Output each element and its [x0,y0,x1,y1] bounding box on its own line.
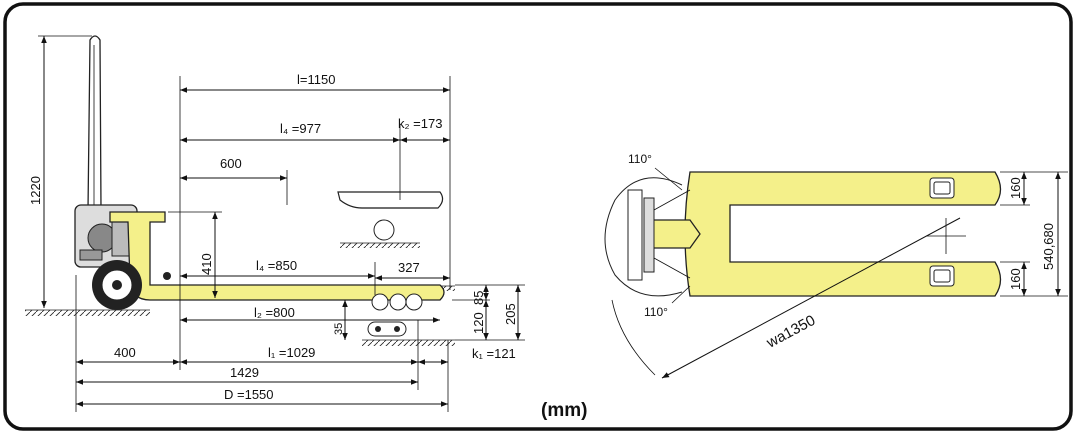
load-roller [371,293,389,311]
dim-k1-121: k₁ =121 [472,346,516,361]
dim-l4-850: l₄ =850 [256,258,297,273]
ground-hatch-raised [340,243,420,248]
top-view: 110° 110° wa1350 160 160 540,680 [604,152,1068,379]
roller-detail [367,321,407,337]
ground-hatch [25,310,150,316]
dim-410: 410 [199,253,214,275]
dim-35: 35 [333,323,345,335]
dim-85: 85 [471,291,486,305]
side-view: 1220 l=1150 l₄ =977 k₂ =173 600 410 l₄ =… [25,35,525,412]
roller-window-top [929,177,955,199]
fork-width-bottom: 160 [1008,268,1023,290]
swing-arc [604,177,683,297]
dim-327: 327 [398,260,420,275]
drawing-border [3,2,1073,431]
turning-radius: wa1350 [763,312,818,352]
angle-top: 110° [628,152,652,166]
dim-d-1550: D =1550 [224,387,274,402]
tiller-handle [87,35,102,211]
dim-1220: 1220 [28,176,43,205]
chassis-body [109,211,445,301]
angle-bottom: 110° [644,305,668,319]
dim-120: 120 [471,312,486,334]
dim-k2-173: k₂ =173 [398,116,442,131]
dim-l-1150: l=1150 [297,72,335,87]
dim-l2-800: l₂ =800 [254,305,295,320]
raised-fork-detail [337,191,444,209]
dim-205: 205 [503,303,518,325]
tiller-top [647,219,701,249]
dim-l1-1029: l₁ =1029 [268,345,315,360]
roller-window-bottom [929,265,955,287]
dim-l4-977: l₄ =977 [280,121,321,136]
dim-600: 600 [220,156,242,171]
unit-label: (mm) [541,400,587,421]
dim-400: 400 [114,345,136,360]
dim-1429: 1429 [230,365,259,380]
overall-width: 540,680 [1041,223,1056,270]
ground-hatch-roller [362,340,455,346]
fork-width-top: 160 [1008,177,1023,199]
